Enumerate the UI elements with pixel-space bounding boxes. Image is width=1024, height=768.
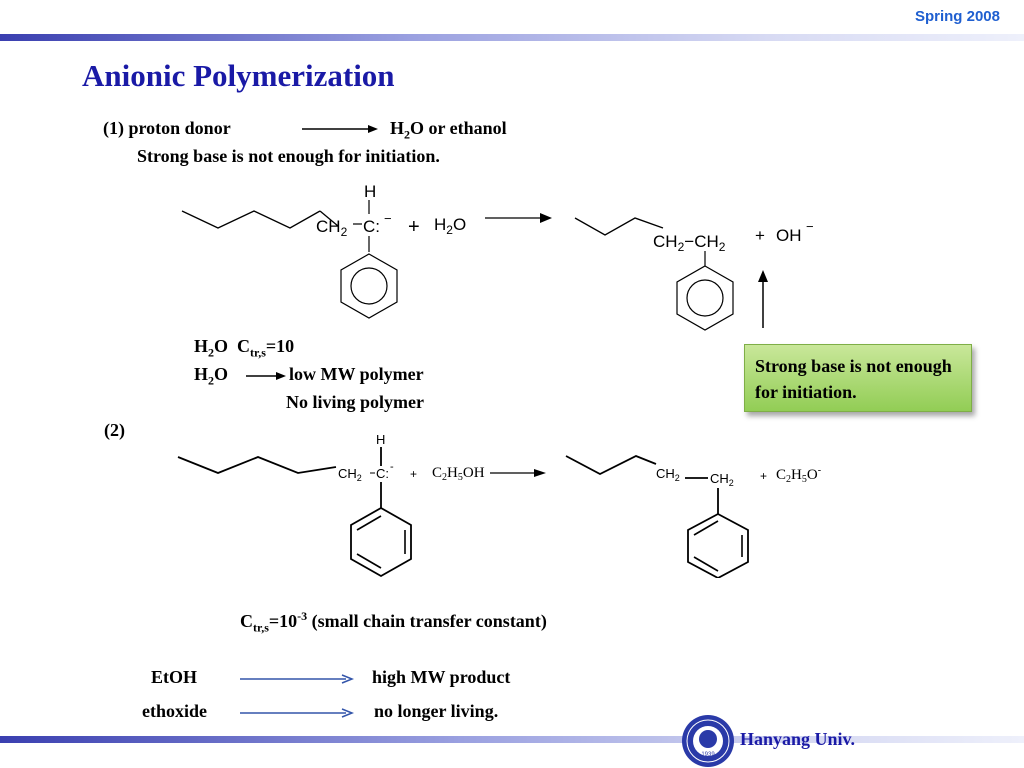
h-top-label-2: H xyxy=(376,432,385,447)
polymer-chain-2 xyxy=(177,456,337,474)
plus-sign: + xyxy=(408,216,420,238)
reaction-scheme-2: CH2 C: - H + C2H5OH CH2 CH2 + C2H5O- xyxy=(177,432,821,578)
hydroxide-charge: − xyxy=(806,219,814,234)
benzene-ring-2 xyxy=(350,506,412,578)
plus-sign-3: + xyxy=(410,467,417,481)
header-rule xyxy=(0,34,1024,41)
ch2-label: CH2 xyxy=(316,217,348,239)
product-benzene-ring-2 xyxy=(687,512,749,578)
ethoxide-label: C2H5O- xyxy=(776,465,821,485)
callout-box: Strong base is not enough for initiation… xyxy=(744,344,972,412)
reaction-scheme-1: CH2 C: − H + H2O CH2−CH2 + OH − xyxy=(181,182,814,331)
plus-sign-4: + xyxy=(760,469,767,483)
row-ethoxide-label: ethoxide xyxy=(142,701,207,721)
water-result-line: H2O xyxy=(194,364,229,388)
charge-minus-2: - xyxy=(390,461,394,473)
plus-sign-2: + xyxy=(755,226,765,245)
ch2-label-2: CH2 xyxy=(338,466,362,483)
reaction-arrowhead-2 xyxy=(534,469,546,477)
reaction-arrowhead xyxy=(540,213,552,223)
product-ch2-b: CH2 xyxy=(710,471,734,488)
svg-text:1939: 1939 xyxy=(701,752,715,758)
polymer-chain xyxy=(181,210,321,229)
product-benzene-ring xyxy=(676,265,734,331)
water-label: H2O xyxy=(434,215,466,237)
product-ch2-a: CH2 xyxy=(656,466,680,483)
university-name: Hanyang Univ. xyxy=(740,729,856,749)
row-ethoxide-arrow xyxy=(240,708,355,718)
benzene-ring xyxy=(340,253,398,319)
row-etoh-result: high MW product xyxy=(372,667,511,687)
no-living-label: No living polymer xyxy=(286,392,424,412)
low-mw-label: low MW polymer xyxy=(289,364,424,384)
item1-result: H2O or ethanol xyxy=(390,118,507,142)
ctr-small-line: Ctr,s=10-3 (small chain transfer constan… xyxy=(240,609,547,635)
item2-label: (2) xyxy=(104,420,125,440)
item1-arrow xyxy=(302,125,378,133)
product-chain-2 xyxy=(565,455,657,476)
ctr-line: H2O Ctr,s=10 xyxy=(194,336,295,360)
item1-label: (1) proton donor xyxy=(103,118,231,138)
product-ch2-label: CH2−CH2 xyxy=(653,232,726,254)
hydroxide-label: OH xyxy=(776,226,802,245)
university-seal-icon: 1939 xyxy=(682,715,734,767)
item1-note: Strong base is not enough for initiation… xyxy=(137,146,440,166)
slide-title: Anionic Polymerization xyxy=(82,58,395,93)
product-chain xyxy=(574,217,664,236)
carbanion-label-2: C: xyxy=(376,466,389,481)
row-etoh-arrow xyxy=(240,674,355,684)
ethanol-label: C2H5OH xyxy=(432,465,485,483)
season-label: Spring 2008 xyxy=(914,8,1000,25)
water-result-arrow xyxy=(246,372,286,380)
charge-minus: − xyxy=(384,211,392,226)
carbanion-label: C: xyxy=(363,217,380,236)
footer-rule xyxy=(0,736,1024,743)
row-ethoxide-result: no longer living. xyxy=(374,701,499,721)
row-etoh-label: EtOH xyxy=(151,667,198,687)
h-top-label: H xyxy=(364,182,376,201)
